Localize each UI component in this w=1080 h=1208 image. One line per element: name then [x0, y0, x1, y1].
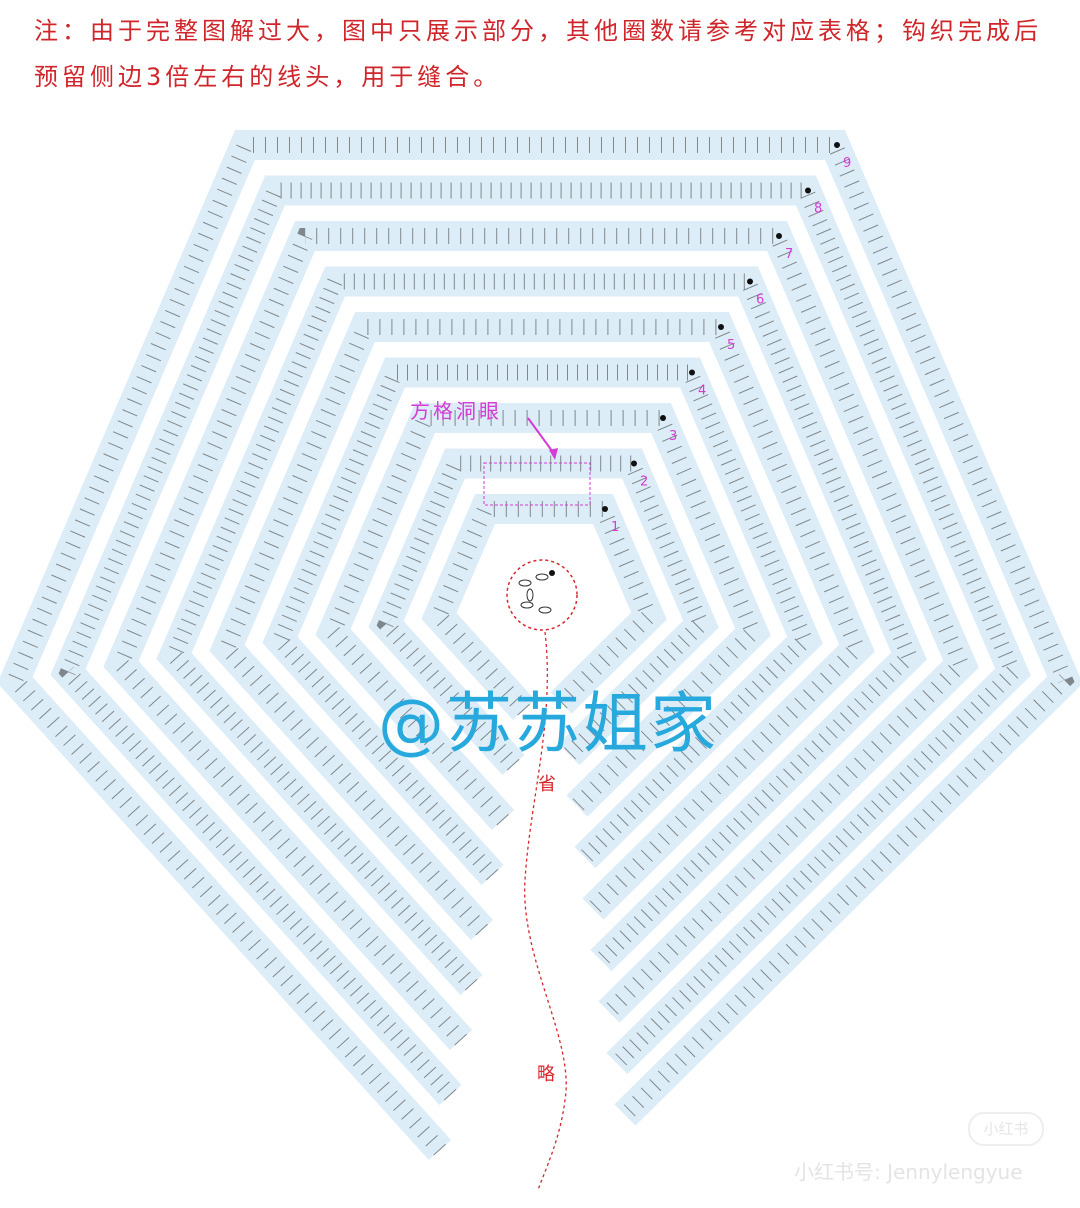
starting-ring: [506, 559, 578, 631]
ring-start-dot: [602, 506, 608, 512]
ring-start-dot: [718, 324, 724, 330]
hole-label: 方格洞眼: [410, 399, 502, 423]
instruction-note: 注：由于完整图解过大，图中只展示部分，其他圈数请参考对应表格；钩织完成后预留侧边…: [34, 17, 1042, 91]
ring-stitches: [5, 137, 1075, 1156]
ring-stitches: [323, 410, 763, 826]
omit-label-bottom: 略: [537, 1064, 555, 1085]
ring-number: 5: [727, 338, 735, 353]
ring-number: 8: [814, 202, 822, 217]
platform-id: 小红书号: Jennylengyue: [794, 1160, 1023, 1184]
ring-band: [421, 494, 667, 721]
ring-number: 6: [756, 293, 764, 308]
square-hole-highlight: [483, 462, 591, 506]
ring-number: 4: [698, 384, 706, 399]
ring-start-dot: [689, 369, 695, 376]
platform-badge: 小红书: [968, 1112, 1044, 1146]
ring-number: 9: [843, 156, 851, 171]
ring-start-dot: [660, 415, 666, 421]
ring-start-dot: [805, 187, 811, 194]
ring-number: 2: [640, 475, 648, 490]
ring-band: [50, 175, 1031, 1106]
ring-number: 7: [785, 247, 793, 262]
ring-band: [368, 448, 719, 776]
ring-band: [156, 266, 927, 996]
omitted-seam-line: [524, 631, 567, 1191]
omit-label-top: 省: [538, 774, 556, 795]
ring-band: [209, 312, 875, 941]
ring-start-dot: [631, 460, 637, 467]
hole-arrow: [527, 417, 556, 456]
ring-start-dot: [776, 233, 782, 239]
ring-number: 1: [611, 520, 619, 535]
author-watermark: @苏苏姐家: [378, 685, 718, 762]
ring-number: 3: [669, 429, 677, 444]
ring-band: [103, 221, 979, 1051]
ring-start-dot: [747, 278, 753, 285]
ring-band: [262, 357, 823, 886]
ring-start-dot: [834, 142, 840, 148]
